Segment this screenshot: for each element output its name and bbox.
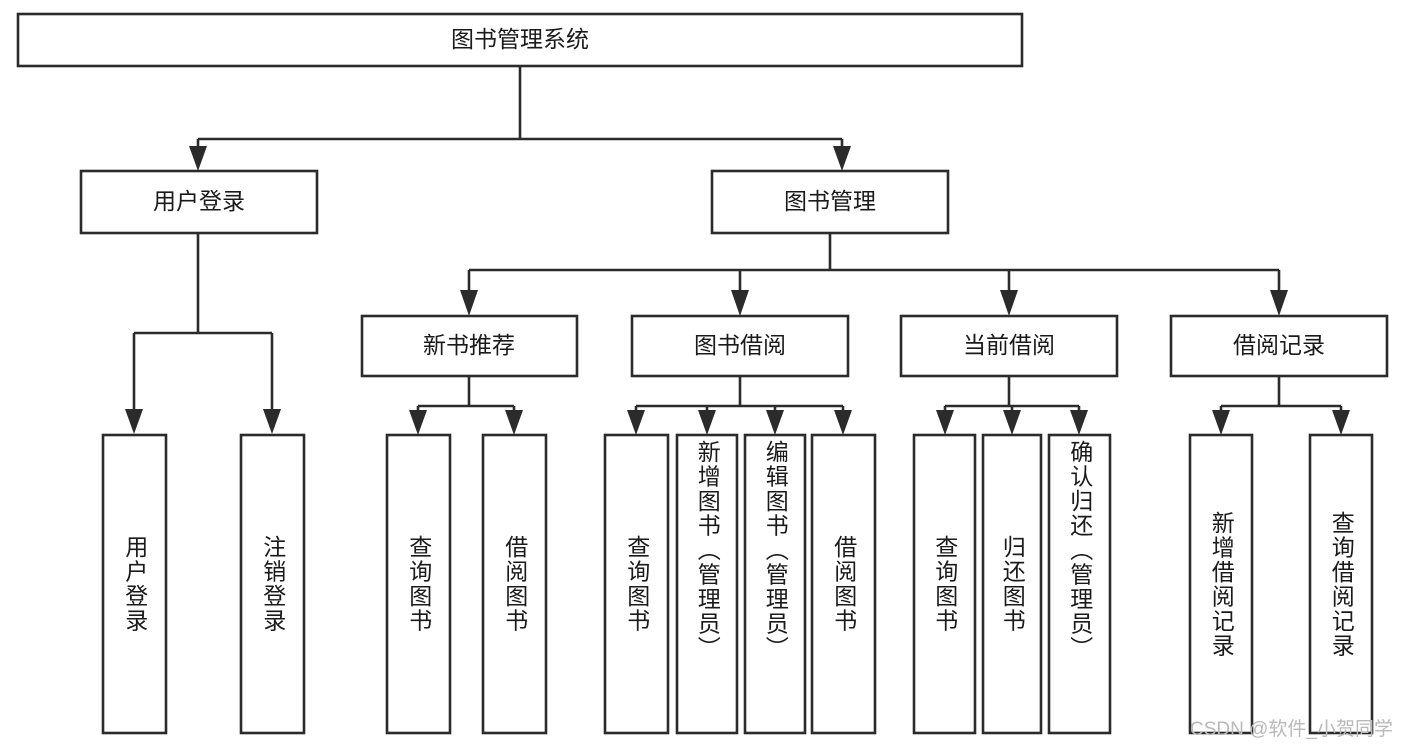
arrow-head-to-user-login xyxy=(189,146,207,171)
node-user-login[interactable]: 用户登录 xyxy=(79,169,319,235)
node-book-borrow-label: 图书借阅 xyxy=(694,332,786,358)
leaf-borrow-record-2-box[interactable] xyxy=(1308,433,1374,735)
leaf-book-borrow-2-box[interactable] xyxy=(675,433,739,735)
arrow-head-borrowrecord-leaf-2 xyxy=(1332,410,1350,435)
leaf-current-borrow-2-box[interactable] xyxy=(981,433,1043,735)
arrow-head-currentborrow-leaf-3 xyxy=(1070,410,1088,435)
leaf-current-borrow-1-box[interactable] xyxy=(912,433,977,735)
arrow-head-to-current-borrow xyxy=(1000,290,1018,316)
arrow-head-bookborrow-leaf-1 xyxy=(627,410,645,435)
arrow-head-to-new-book xyxy=(460,290,478,316)
connector-group-borrowrecord-children xyxy=(1212,377,1350,435)
connector-group-userlogin-children xyxy=(125,233,281,434)
leaf-node-group-new-book xyxy=(385,433,548,735)
leaf-book-borrow-3-box[interactable] xyxy=(743,433,807,735)
arrow-head-userlogin-leaf-1 xyxy=(125,409,143,434)
node-book-manage-label: 图书管理 xyxy=(784,188,876,214)
leaf-user-login-2-box[interactable] xyxy=(239,433,306,735)
node-new-book-recommend-label: 新书推荐 xyxy=(423,332,515,358)
arrow-head-bookborrow-leaf-3 xyxy=(766,410,784,435)
connector-group-newbook-children xyxy=(409,377,523,435)
leaf-book-borrow-1-box[interactable] xyxy=(603,433,670,735)
arrow-head-currentborrow-leaf-1 xyxy=(936,410,954,435)
connector-group-root-to-level2 xyxy=(189,66,851,171)
leaf-node-group-current-borrow xyxy=(912,433,1112,735)
node-user-login-box xyxy=(79,169,319,235)
connector-group-bookmanage-children xyxy=(460,233,1288,316)
node-borrow-record[interactable]: 借阅记录 xyxy=(1169,314,1389,378)
node-new-book-recommend[interactable]: 新书推荐 xyxy=(360,314,579,378)
node-user-login-label: 用户登录 xyxy=(153,188,245,214)
node-book-borrow[interactable]: 图书借阅 xyxy=(630,314,850,378)
arrow-head-to-borrow-record xyxy=(1270,290,1288,316)
arrow-head-to-book-manage xyxy=(833,146,851,171)
leaf-current-borrow-3-box[interactable] xyxy=(1047,433,1112,735)
node-current-borrow-box xyxy=(899,314,1119,378)
connector-group-bookborrow-children xyxy=(627,377,852,435)
arrow-head-bookborrow-leaf-2 xyxy=(698,410,716,435)
arrow-head-userlogin-leaf-2 xyxy=(263,409,281,434)
node-current-borrow-label: 当前借阅 xyxy=(963,332,1055,358)
leaf-borrow-record-1-box[interactable] xyxy=(1188,433,1254,735)
node-borrow-record-label: 借阅记录 xyxy=(1233,332,1325,358)
leaf-node-group-book-borrow xyxy=(603,433,877,735)
arrow-head-currentborrow-leaf-2 xyxy=(1003,410,1021,435)
arrow-head-to-book-borrow xyxy=(731,290,749,316)
leaf-new-book-1-box[interactable] xyxy=(385,433,452,735)
arrow-head-borrowrecord-leaf-1 xyxy=(1212,410,1230,435)
node-current-borrow[interactable]: 当前借阅 xyxy=(899,314,1119,378)
node-new-book-recommend-box xyxy=(360,314,579,378)
leaf-new-book-2-box[interactable] xyxy=(481,433,548,735)
leaf-book-borrow-4-box[interactable] xyxy=(810,433,877,735)
arrow-head-newbook-leaf-1 xyxy=(409,410,427,435)
connector-group-currentborrow-children xyxy=(936,377,1088,435)
node-borrow-record-box xyxy=(1169,314,1389,378)
arrow-head-newbook-leaf-2 xyxy=(505,410,523,435)
node-root-system[interactable]: 图书管理系统 xyxy=(16,12,1024,68)
arrow-head-bookborrow-leaf-4 xyxy=(834,410,852,435)
node-book-borrow-box xyxy=(630,314,850,378)
leaf-node-group-borrow-record xyxy=(1188,433,1374,735)
node-root-system-label: 图书管理系统 xyxy=(451,26,589,52)
node-book-manage[interactable]: 图书管理 xyxy=(710,169,950,235)
leaf-user-login-1-box[interactable] xyxy=(101,433,168,735)
leaf-node-group-user-login xyxy=(101,433,306,735)
node-book-manage-box xyxy=(710,169,950,235)
node-root-system-box xyxy=(16,12,1024,68)
